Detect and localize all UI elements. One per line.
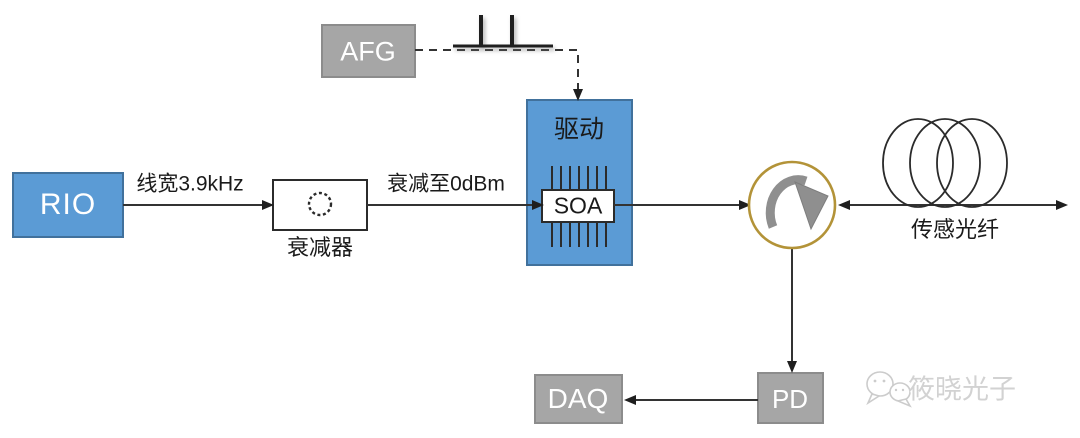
wechat-icon [866,371,912,408]
daq-box [534,374,623,424]
sensing-fiber-label: 传感光纤 [910,217,1000,242]
arrow-into-driver [573,89,583,101]
arrowheads [262,89,1068,405]
gear-icon [307,191,333,217]
daq-label: DAQ [547,383,609,414]
fiber-coil-icon [882,118,1008,208]
attenuation-edge-label: 衰减至0dBm [387,172,505,196]
pd-label: PD [771,384,809,414]
arrow-into-attenuator [262,200,274,210]
arrow-into-daq [624,395,636,405]
afg-label: AFG [340,36,396,67]
pulse-signal-icon [453,15,553,48]
arrow-into-circulator [739,200,751,210]
rio-label: RIO [39,188,97,221]
linewidth-edge-label: 线宽3.9kHz [136,172,244,196]
edge-afg-driver-dashed [415,49,579,92]
watermark-text: 筱晓光子 [908,374,1016,405]
driver-label: 驱动 [553,115,605,144]
pd-box [757,372,824,424]
soa-hatch-lines-icon [551,166,607,247]
soa-label: SOA [553,192,603,219]
arrow-into-pd [787,361,797,373]
circulator-icon [747,160,837,250]
arrow-back-into-circulator [838,200,850,210]
arrow-fiber-end [1056,200,1068,210]
attenuator-box [272,179,368,231]
arrow-into-soa [532,200,544,210]
attenuator-label: 衰减器 [286,235,354,260]
